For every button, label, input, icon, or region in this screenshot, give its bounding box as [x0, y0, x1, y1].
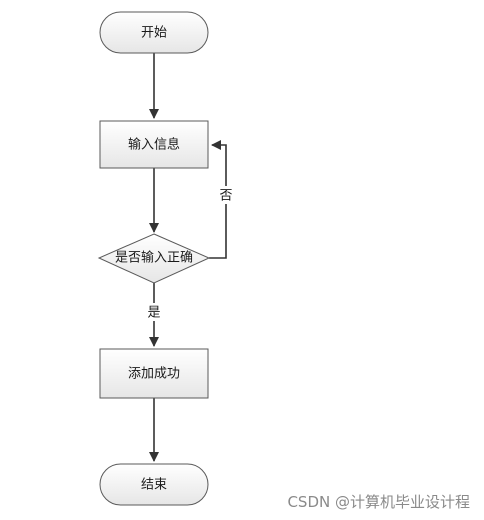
input-info-node: 输入信息: [99, 120, 209, 169]
yes-edge-label: 是: [147, 306, 160, 321]
end-node-label: 结束: [141, 478, 167, 493]
decision-node: 是否输入正确: [97, 233, 211, 284]
end-node: 结束: [99, 463, 209, 506]
input-info-label: 输入信息: [128, 137, 180, 153]
decision-label: 是否输入正确: [115, 250, 193, 266]
yes-label-bg: [146, 303, 162, 321]
watermark-text: CSDN @计算机毕业设计程: [287, 493, 470, 511]
success-node: 添加成功: [99, 348, 209, 399]
start-node-label: 开始: [141, 26, 167, 41]
no-label-bg: [218, 186, 234, 204]
success-label: 添加成功: [128, 367, 180, 382]
no-edge-label: 否: [219, 189, 232, 204]
start-node: 开始: [99, 11, 209, 54]
